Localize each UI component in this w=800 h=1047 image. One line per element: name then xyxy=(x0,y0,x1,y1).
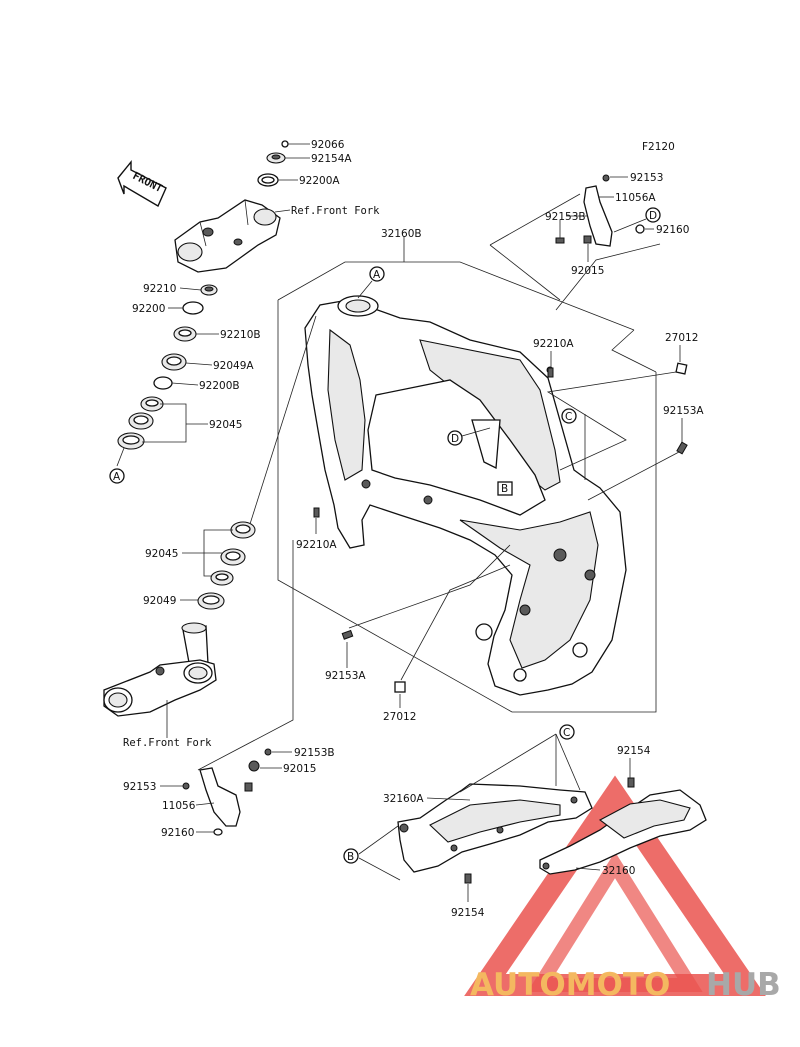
svg-text:A: A xyxy=(373,269,381,281)
svg-text:B: B xyxy=(347,851,354,863)
bracket-11056A xyxy=(555,174,645,247)
callout-D-bracket: D xyxy=(645,207,661,223)
label-92153A-low: 92153A xyxy=(325,670,366,682)
frame-callout-box xyxy=(277,236,657,713)
nut-92210 xyxy=(200,284,218,296)
svg-text:C: C xyxy=(565,411,572,423)
watermark-part1: AUTOMOTO xyxy=(470,967,670,1003)
nut-92066 xyxy=(281,140,289,148)
callout-D-frame: D xyxy=(447,427,491,446)
bolt-92210A-top xyxy=(547,367,554,378)
leaders-top-right xyxy=(489,176,661,311)
label-32160: 32160 xyxy=(602,865,635,877)
bearing-92045-upper xyxy=(117,396,164,450)
label-92200: 92200 xyxy=(132,303,165,315)
bearing-92045-lower xyxy=(210,521,256,586)
label-27012-top xyxy=(675,362,688,375)
nut-92210B xyxy=(173,326,197,342)
washer-92200 xyxy=(182,301,204,315)
label-92045-top: 92045 xyxy=(209,419,242,431)
svg-text:A: A xyxy=(113,471,121,483)
callout-A-left: A xyxy=(109,468,125,484)
upper-triple-clamp xyxy=(174,199,281,273)
label-92153-top: 92153 xyxy=(630,172,663,184)
label-92153B-top: 92153B xyxy=(545,211,586,223)
steering-stem-lower-clamp xyxy=(103,622,217,717)
svg-text:B: B xyxy=(501,483,508,495)
label-92200A: 92200A xyxy=(299,175,340,187)
seal-92049A xyxy=(161,353,187,371)
label-92160-low: 92160 xyxy=(161,827,194,839)
leaders-bottom-left xyxy=(160,751,292,833)
label-27012-low: 27012 xyxy=(383,711,416,723)
label-92210: 92210 xyxy=(143,283,176,295)
label-92160-top: 92160 xyxy=(656,224,689,236)
label-92153B-low: 92153B xyxy=(294,747,335,759)
leaders-frame xyxy=(197,315,683,771)
label-ref-front-fork-top: Ref.Front Fork xyxy=(291,205,380,217)
callout-C-bottom: C xyxy=(559,724,575,740)
label-92153-low: 92153 xyxy=(123,781,156,793)
main-frame-32160B xyxy=(304,295,627,696)
callout-B-frame: B xyxy=(497,481,513,496)
bolt-92210A-mid xyxy=(313,507,320,518)
leaders-bottom xyxy=(358,733,631,902)
label-92154-top: 92154 xyxy=(617,745,651,757)
label-92210A-mid: 92210A xyxy=(296,539,337,551)
washer-92154A xyxy=(266,152,286,164)
bolt-92154-top xyxy=(627,777,635,788)
subframe-32160A xyxy=(397,783,593,873)
watermark-text: AUTOMOTO HUB xyxy=(470,967,781,1003)
label-27012-top: 27012 xyxy=(665,332,698,344)
washer-92200B xyxy=(153,376,173,390)
watermark-logo xyxy=(464,775,766,996)
label-11056: 11056 xyxy=(162,800,196,812)
label-92153A-right: 92153A xyxy=(663,405,704,417)
label-92015-low: 92015 xyxy=(283,763,316,775)
washer-92200A xyxy=(257,173,279,187)
label-92154A: 92154A xyxy=(311,153,352,165)
label-27012-low xyxy=(394,681,406,693)
bolt-92153A-low xyxy=(341,629,354,640)
label-32160A: 32160A xyxy=(383,793,424,805)
label-92049A: 92049A xyxy=(213,360,254,372)
leaders-top-left xyxy=(116,143,310,467)
bolt-92154-low xyxy=(464,873,472,884)
callout-A-top: A xyxy=(357,266,385,299)
label-92154-low: 92154 xyxy=(451,907,485,919)
label-92045-low: 92045 xyxy=(145,548,178,560)
label-32160B: 32160B xyxy=(381,228,422,240)
bolt-92153A-right xyxy=(676,441,688,455)
part-labels: F2120 92066 92154A 92200A Ref.Front Fork… xyxy=(123,139,704,919)
label-92015-top: 92015 xyxy=(571,265,604,277)
label-92210B: 92210B xyxy=(220,329,261,341)
svg-text:D: D xyxy=(451,433,459,445)
svg-text:C: C xyxy=(563,727,570,739)
cover-32160 xyxy=(539,789,707,875)
label-11056A: 11056A xyxy=(615,192,656,204)
callout-B-bottom: B xyxy=(343,848,359,864)
label-92200B: 92200B xyxy=(199,380,240,392)
label-92210A-top: 92210A xyxy=(533,338,574,350)
seal-92049 xyxy=(197,592,225,610)
leaders-lower-left xyxy=(166,529,233,738)
watermark-part2: HUB xyxy=(706,967,781,1003)
label-92049: 92049 xyxy=(143,595,176,607)
svg-text:D: D xyxy=(649,210,657,222)
figure-code: F2120 xyxy=(642,141,675,153)
label-92066: 92066 xyxy=(311,139,345,151)
label-ref-front-fork-low: Ref.Front Fork xyxy=(123,737,212,749)
front-arrow-icon: FRONT xyxy=(117,160,167,208)
bracket-11056 xyxy=(182,748,272,836)
callout-C-frame: C xyxy=(561,408,586,480)
